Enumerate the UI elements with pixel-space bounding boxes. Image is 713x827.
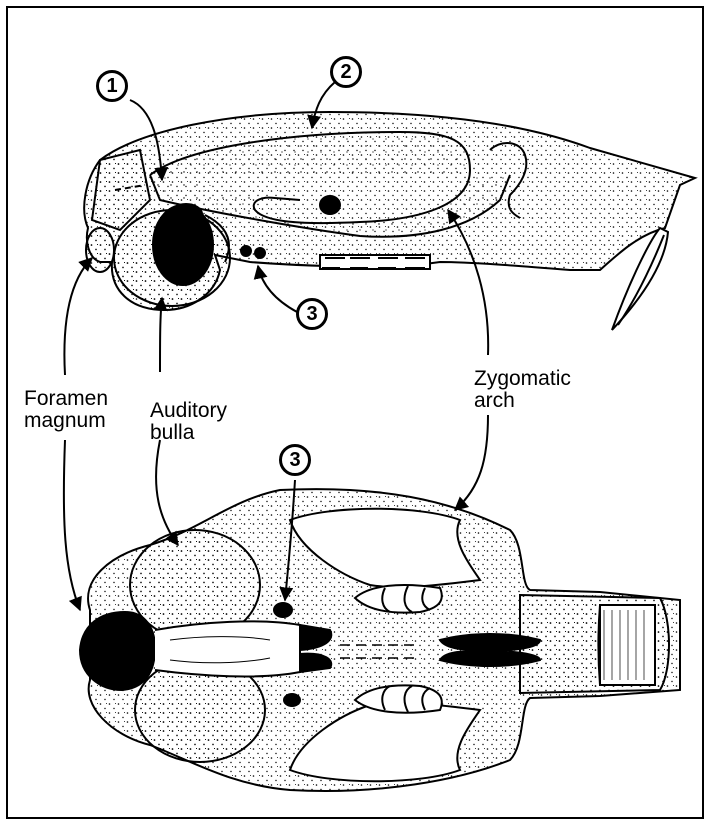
marker-two: 2 — [330, 56, 362, 88]
leader-zygomatic-down — [455, 415, 488, 510]
marker-three-bottom: 3 — [279, 444, 311, 476]
label-auditory-bulla: Auditory bulla — [150, 400, 227, 444]
leader-three-side — [258, 266, 297, 312]
label-zygomatic-arch: Zygomatic arch — [474, 368, 571, 412]
label-zygomatic-line2: arch — [474, 390, 571, 412]
label-bulla-line2: bulla — [150, 422, 227, 444]
leader-bulla-down — [156, 440, 178, 545]
leader-bulla-up — [160, 298, 162, 372]
label-foramen-line2: magnum — [24, 410, 108, 432]
ventral-foramen-magnum — [80, 612, 155, 690]
label-zygomatic-line1: Zygomatic — [474, 368, 571, 390]
marker-one: 1 — [96, 70, 128, 102]
label-bulla-line1: Auditory — [150, 400, 227, 422]
leader-foramen-up — [64, 258, 92, 375]
side-molars — [320, 255, 430, 269]
marker-three-side: 3 — [296, 298, 328, 330]
leader-foramen-down — [64, 440, 80, 610]
label-foramen-line1: Foramen — [24, 388, 108, 410]
side-view-skull — [84, 112, 695, 330]
label-foramen-magnum: Foramen magnum — [24, 388, 108, 432]
